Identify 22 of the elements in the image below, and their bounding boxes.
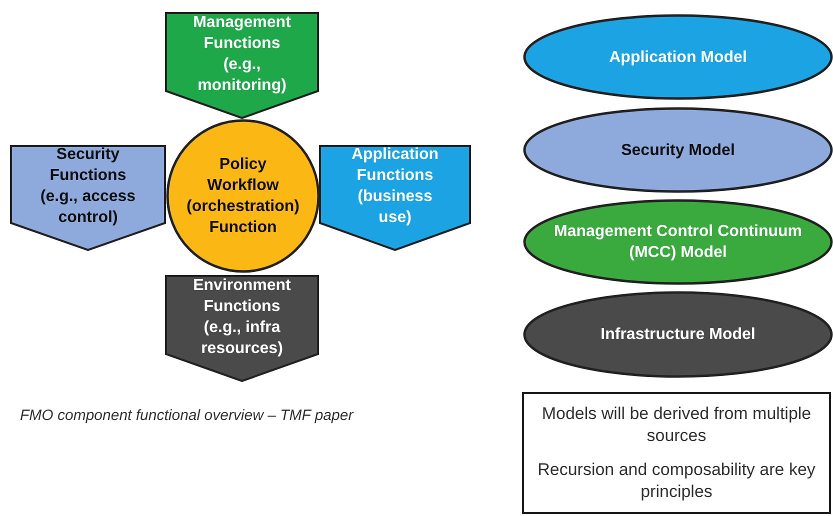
model-ellipse [523,199,833,285]
function-circle [166,119,320,273]
node-label: Security Functions (e.g., access control) [39,145,137,228]
note-text: Models will be derived from multiple sources [540,403,812,447]
down-arrow-callout [10,145,166,251]
node-label: Infrastructure Model [600,325,756,345]
note-box [522,392,831,514]
node-label: Policy Workflow (orchestration) Function [186,155,300,238]
note-text: Recursion and composability are key principles [536,459,816,503]
node-label: Management Functions (e.g., monitoring) [192,12,292,96]
node-label: Environment Functions (e.g., infra resources) [192,276,292,358]
model-ellipse [523,107,833,193]
node-label: Application Functions (business use) [350,145,440,228]
down-arrow-callout [319,145,471,251]
down-arrow-callout [165,275,319,382]
node-label: Management Control Continuum (MCC) Model [553,222,803,263]
down-arrow-callout [165,12,319,119]
caption: FMO component functional overview – TMF paper [20,407,354,424]
model-ellipse [523,291,833,378]
node-label: Security Model [621,140,735,160]
model-ellipse [523,14,833,100]
node-label: Application Model [609,48,747,68]
